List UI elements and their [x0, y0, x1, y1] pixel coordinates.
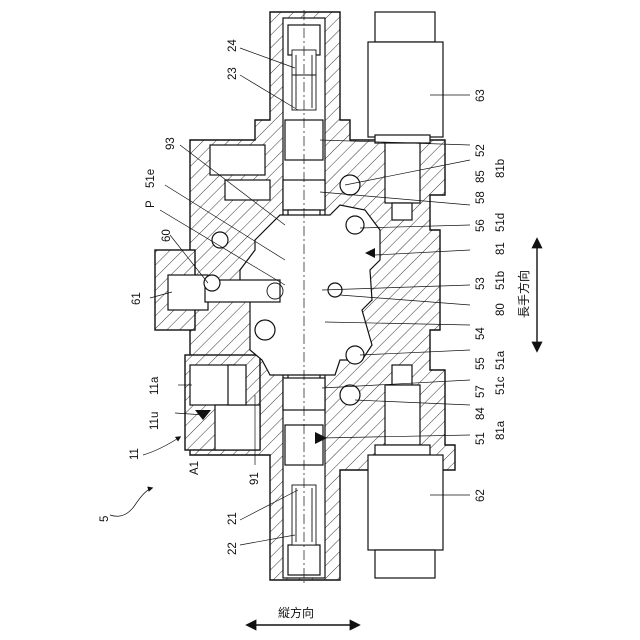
label-80: 80	[495, 303, 507, 316]
label-51d: 51d	[495, 213, 507, 232]
label-5: 5	[99, 516, 111, 522]
label-85: 85	[475, 170, 487, 183]
label-81a: 81a	[495, 420, 507, 440]
label-53: 53	[475, 277, 487, 290]
label-63: 63	[475, 89, 487, 102]
label-55: 55	[475, 357, 487, 370]
label-11u: 11u	[149, 412, 161, 430]
label-11a: 11a	[149, 376, 161, 395]
label-62: 62	[475, 489, 487, 502]
label-56: 56	[475, 219, 487, 232]
label-93: 93	[165, 137, 177, 150]
label-23: 23	[227, 67, 239, 80]
label-81b: 81b	[495, 159, 507, 178]
label-52: 52	[475, 144, 487, 157]
label-51b: 51b	[495, 271, 507, 290]
label-91: 91	[249, 472, 261, 485]
label-22: 22	[227, 542, 239, 555]
label-51a: 51a	[495, 350, 507, 370]
label-51e: 51e	[145, 169, 157, 188]
longitudinal-direction-label: 長手方向	[516, 270, 531, 318]
label-84: 84	[475, 407, 487, 420]
label-51: 51	[475, 432, 487, 445]
vertical-direction-label: 縦方向	[278, 605, 314, 620]
label-21: 21	[227, 512, 239, 525]
label-60: 60	[161, 229, 173, 242]
label-81: 81	[495, 242, 507, 255]
label-61: 61	[131, 292, 143, 305]
label-24: 24	[227, 39, 239, 52]
label-51c: 51c	[495, 376, 507, 395]
label-P: P	[145, 200, 157, 208]
label-11: 11	[129, 448, 141, 460]
label-A1: A1	[189, 461, 201, 475]
ref-5-leader	[110, 488, 152, 516]
label-57: 57	[475, 385, 487, 398]
label-58: 58	[475, 191, 487, 204]
label-54: 54	[475, 327, 487, 340]
